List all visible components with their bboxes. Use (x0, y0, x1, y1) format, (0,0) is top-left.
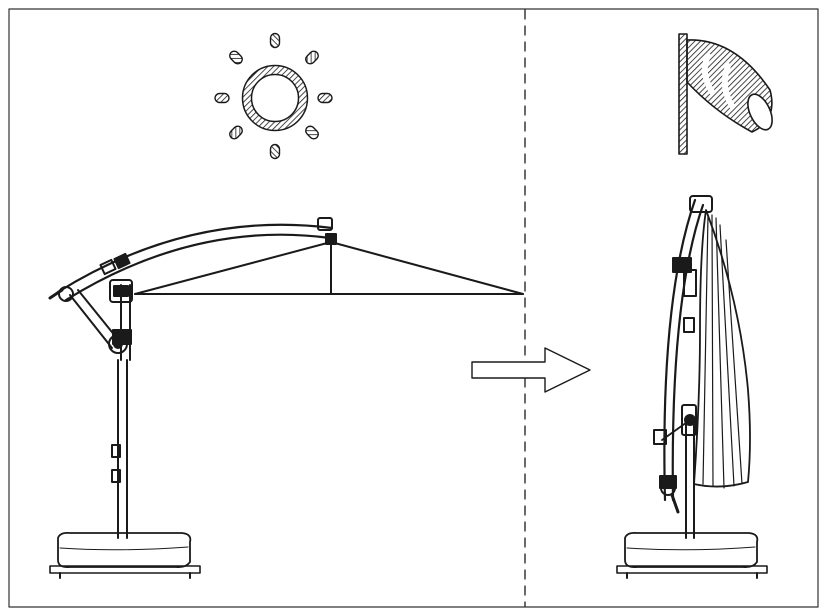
arrow-right-icon (471, 347, 591, 393)
cantilever-arm-left (56, 223, 334, 294)
windsock-icon (678, 33, 773, 155)
diagram-frame (8, 8, 819, 608)
sun-icon (214, 32, 333, 160)
open-umbrella (48, 217, 524, 579)
canopy-closed (693, 209, 751, 489)
umbrella-base-right (616, 531, 768, 579)
umbrella-base-left (49, 531, 201, 579)
umbrella-mast-left (111, 284, 131, 539)
canopy-open (134, 233, 524, 295)
closed-umbrella (616, 195, 768, 579)
